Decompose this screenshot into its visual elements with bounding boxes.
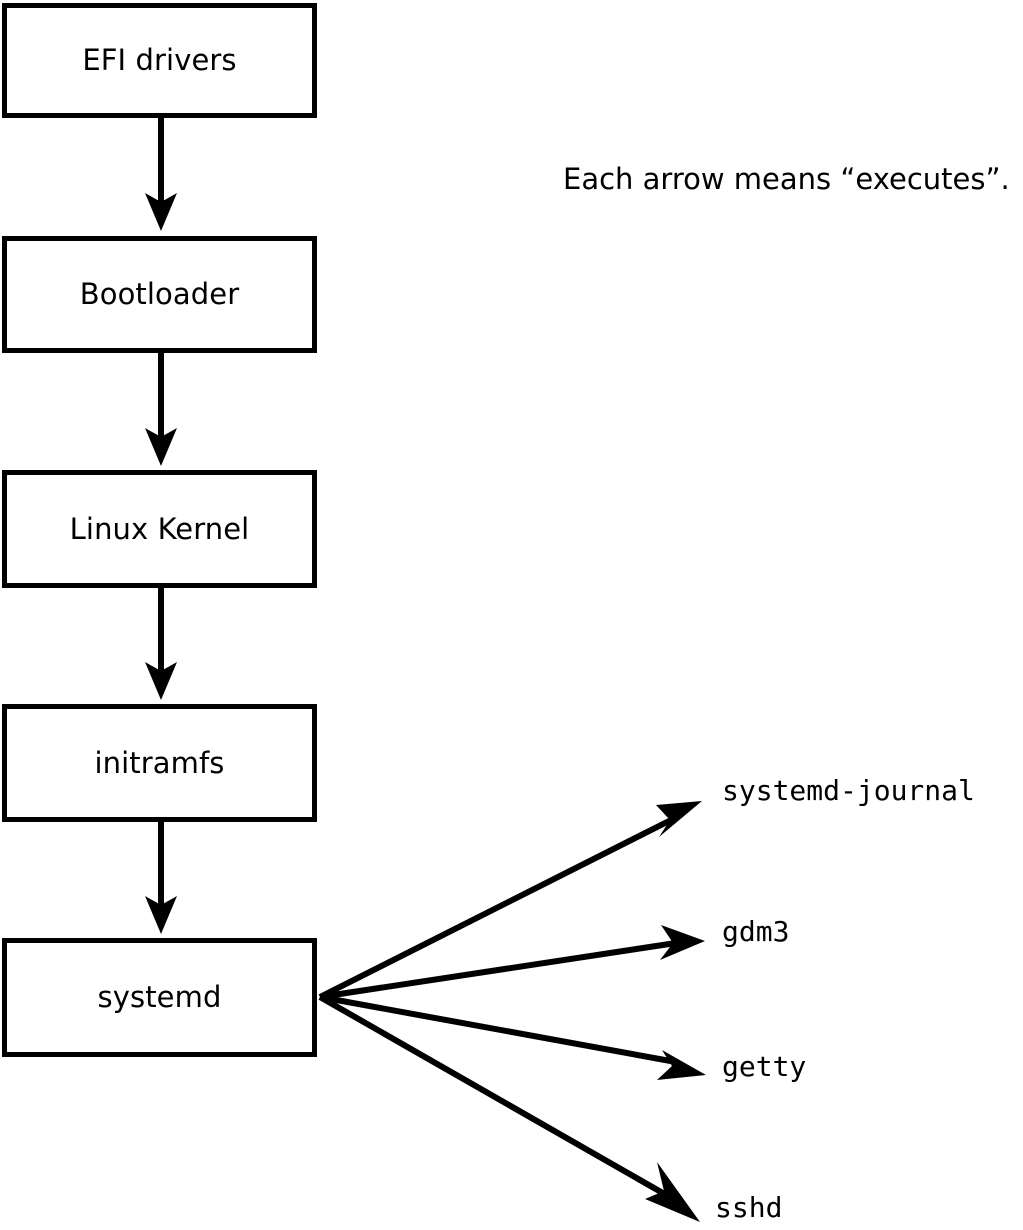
stage-box-systemd[interactable]: systemd [2,938,317,1057]
service-arrow-sshd [318,994,700,1222]
stage-box-efi-drivers[interactable]: EFI drivers [2,3,317,118]
stage-label-initramfs: initramfs [94,745,225,780]
stage-label-bootloader: Bootloader [79,277,240,311]
legend-note: Each arrow means “executes”. [563,162,1010,196]
service-label-getty: getty [722,1050,807,1083]
stage-box-initramfs[interactable]: initramfs [2,704,317,822]
stage-label-efi-drivers: EFI drivers [82,43,237,77]
stage-box-linux-kernel[interactable]: Linux Kernel [2,470,317,588]
service-label-gdm3: gdm3 [722,915,790,948]
service-arrow-getty [319,994,706,1080]
stage-box-bootloader[interactable]: Bootloader [2,236,317,353]
service-label-sshd: sshd [715,1191,783,1224]
service-arrow-systemd-journal [318,801,702,1000]
chain-arrow-efi-drivers-to-bootloader [145,118,177,231]
service-label-systemd-journal: systemd-journal [722,774,975,807]
chain-arrow-initramfs-to-systemd [145,822,177,934]
stage-label-linux-kernel: Linux Kernel [69,511,250,546]
stage-label-systemd: systemd [97,980,222,1014]
chain-arrow-bootloader-to-linux-kernel [145,353,177,466]
chain-arrow-linux-kernel-to-initramfs [145,588,177,700]
service-arrow-gdm3 [319,925,705,1000]
